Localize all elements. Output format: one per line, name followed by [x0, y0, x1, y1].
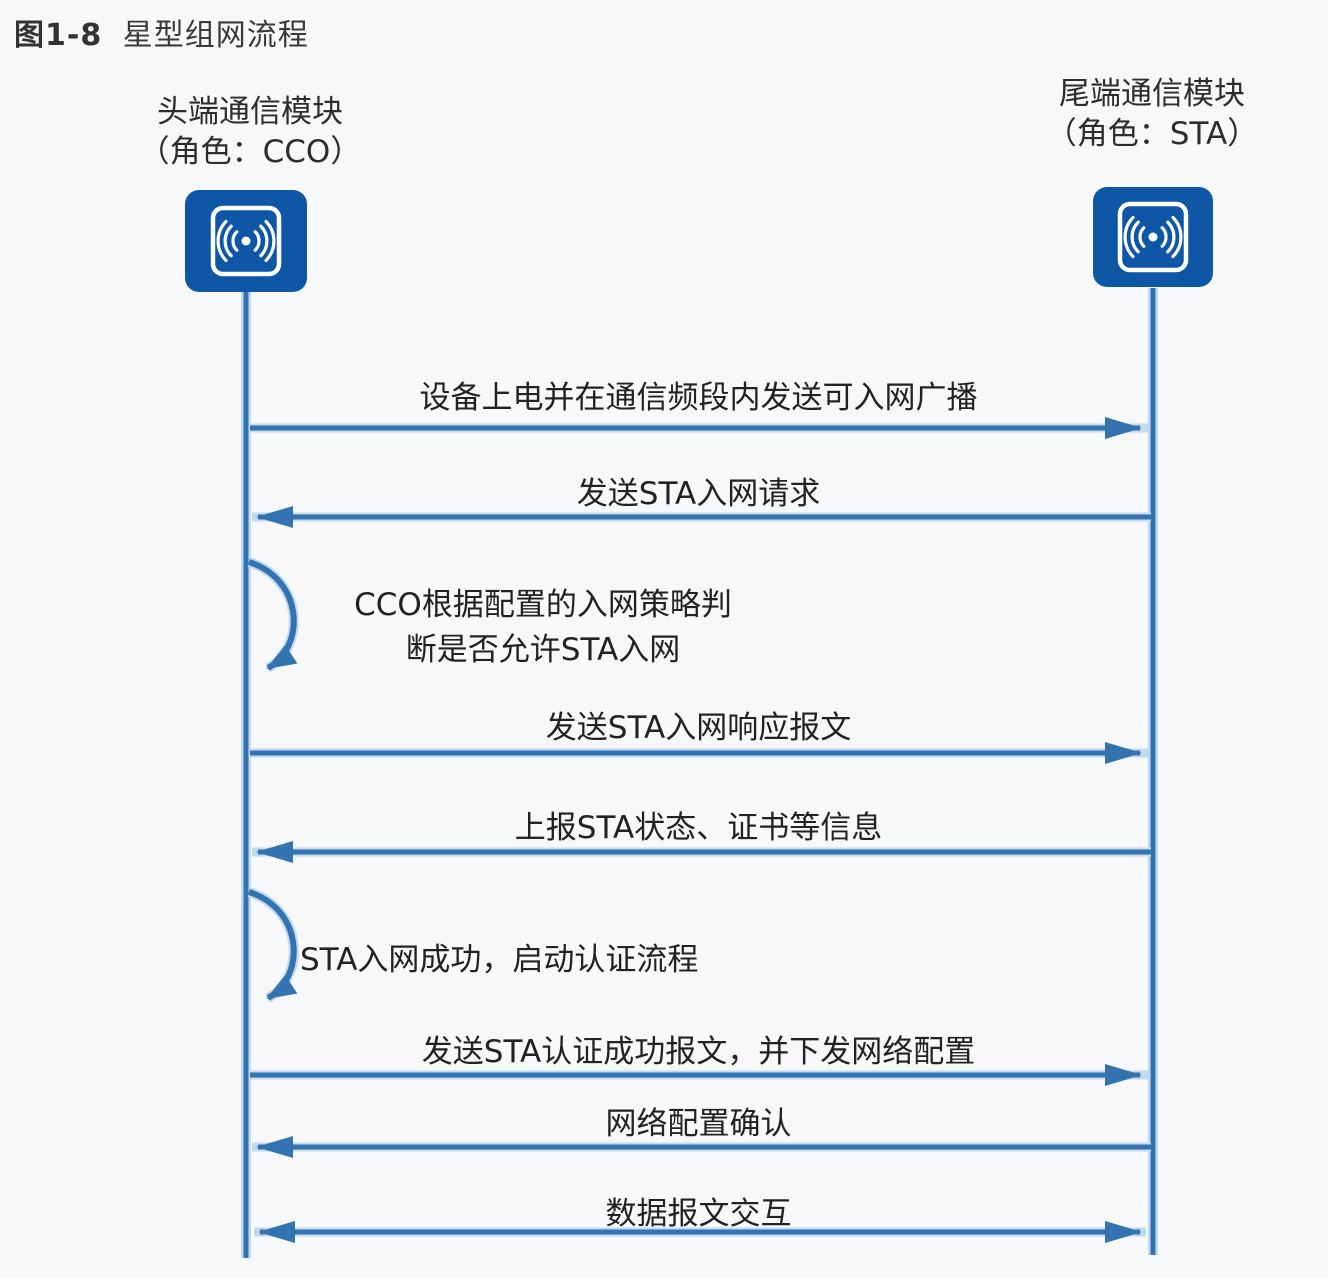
message-label-4: 上报STA状态、证书等信息 [514, 810, 883, 846]
actor-sta-role: （角色：STA） [1045, 116, 1259, 152]
self-loop-arrow-1 [247, 557, 299, 673]
figure-number: 图1-8 [14, 18, 103, 53]
message-label-7: 数据报文交互 [605, 1196, 792, 1232]
actor-cco-role: （角色：CCO） [138, 134, 362, 170]
actor-sta-name: 尾端通信模块 [1059, 76, 1245, 112]
message-label-1: 设备上电并在通信频段内发送可入网广播 [419, 380, 978, 416]
actor-cco-label: 头端通信模块 （角色：CCO） [60, 92, 440, 172]
self-action-2-line-1: STA入网成功，启动认证流程 [300, 942, 699, 978]
self-loop-arrow-2 [247, 887, 299, 1003]
self-action-label-2: STA入网成功，启动认证流程 [300, 938, 698, 983]
actor-sta-label: 尾端通信模块 （角色：STA） [962, 74, 1328, 154]
figure-caption: 图1-8 星型组网流程 [14, 10, 309, 54]
comm-module-icon-sta [1093, 187, 1213, 287]
self-action-label-1: CCO根据配置的入网策略判 断是否允许STA入网 [288, 583, 798, 673]
message-label-5: 发送STA认证成功报文，并下发网络配置 [421, 1034, 976, 1070]
message-label-3: 发送STA入网响应报文 [545, 710, 852, 746]
actor-cco-name: 头端通信模块 [157, 94, 343, 130]
comm-module-icon-cco [185, 190, 307, 292]
message-label-2: 发送STA入网请求 [576, 476, 821, 512]
message-label-6: 网络配置确认 [605, 1106, 792, 1142]
figure-title: 星型组网流程 [122, 18, 309, 53]
self-action-1-line-1: CCO根据配置的入网策略判 [354, 587, 732, 623]
self-action-1-line-2: 断是否允许STA入网 [405, 632, 681, 668]
